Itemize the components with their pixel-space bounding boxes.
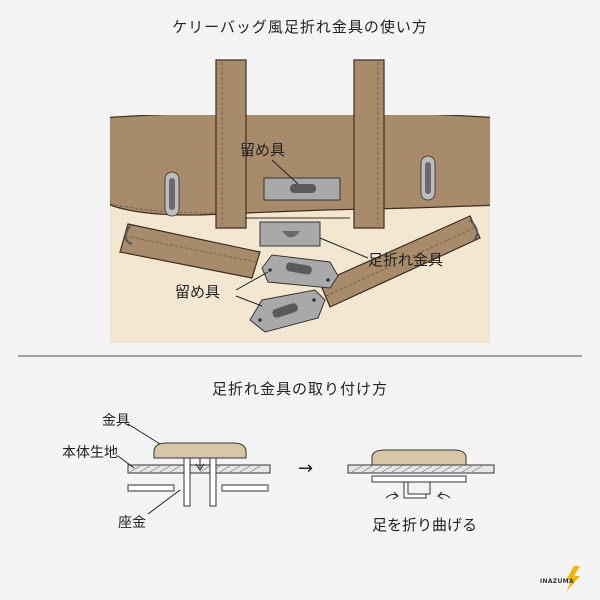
side-ring-left: [164, 171, 180, 217]
label-bend-legs: 足を折り曲げる: [372, 516, 478, 534]
diagram-title-installation: 足折れ金具の取り付け方: [211, 380, 388, 398]
label-fitting: 金具: [102, 413, 130, 429]
bag-body: [110, 115, 490, 216]
side-ring-right: [420, 155, 436, 201]
strap: [119, 215, 481, 308]
logo-bolt-icon: [566, 566, 580, 592]
label-clasp-top: 留め具: [240, 141, 286, 159]
install-before: [117, 423, 271, 515]
fold-leg-fitting: [259, 221, 321, 247]
left-handle: [215, 59, 247, 229]
clasp-lower-strap: [249, 289, 326, 333]
label-fold-fitting: 足折れ金具: [368, 251, 444, 269]
arrow-icon: →: [298, 458, 314, 479]
label-clasp-bottom: 留め具: [175, 283, 221, 301]
clasp-upper-strap: [261, 254, 339, 289]
bag-handles: [215, 59, 385, 229]
install-after: [347, 449, 495, 500]
diagram-title-usage: ケリーバッグ風足折れ金具の使い方: [172, 18, 428, 36]
right-handle: [353, 59, 385, 229]
label-fabric: 本体生地: [62, 445, 118, 461]
label-washer: 座金: [118, 515, 146, 531]
brand-logo: INAZUMA: [540, 578, 574, 585]
clasp-plate-top: [263, 177, 341, 201]
